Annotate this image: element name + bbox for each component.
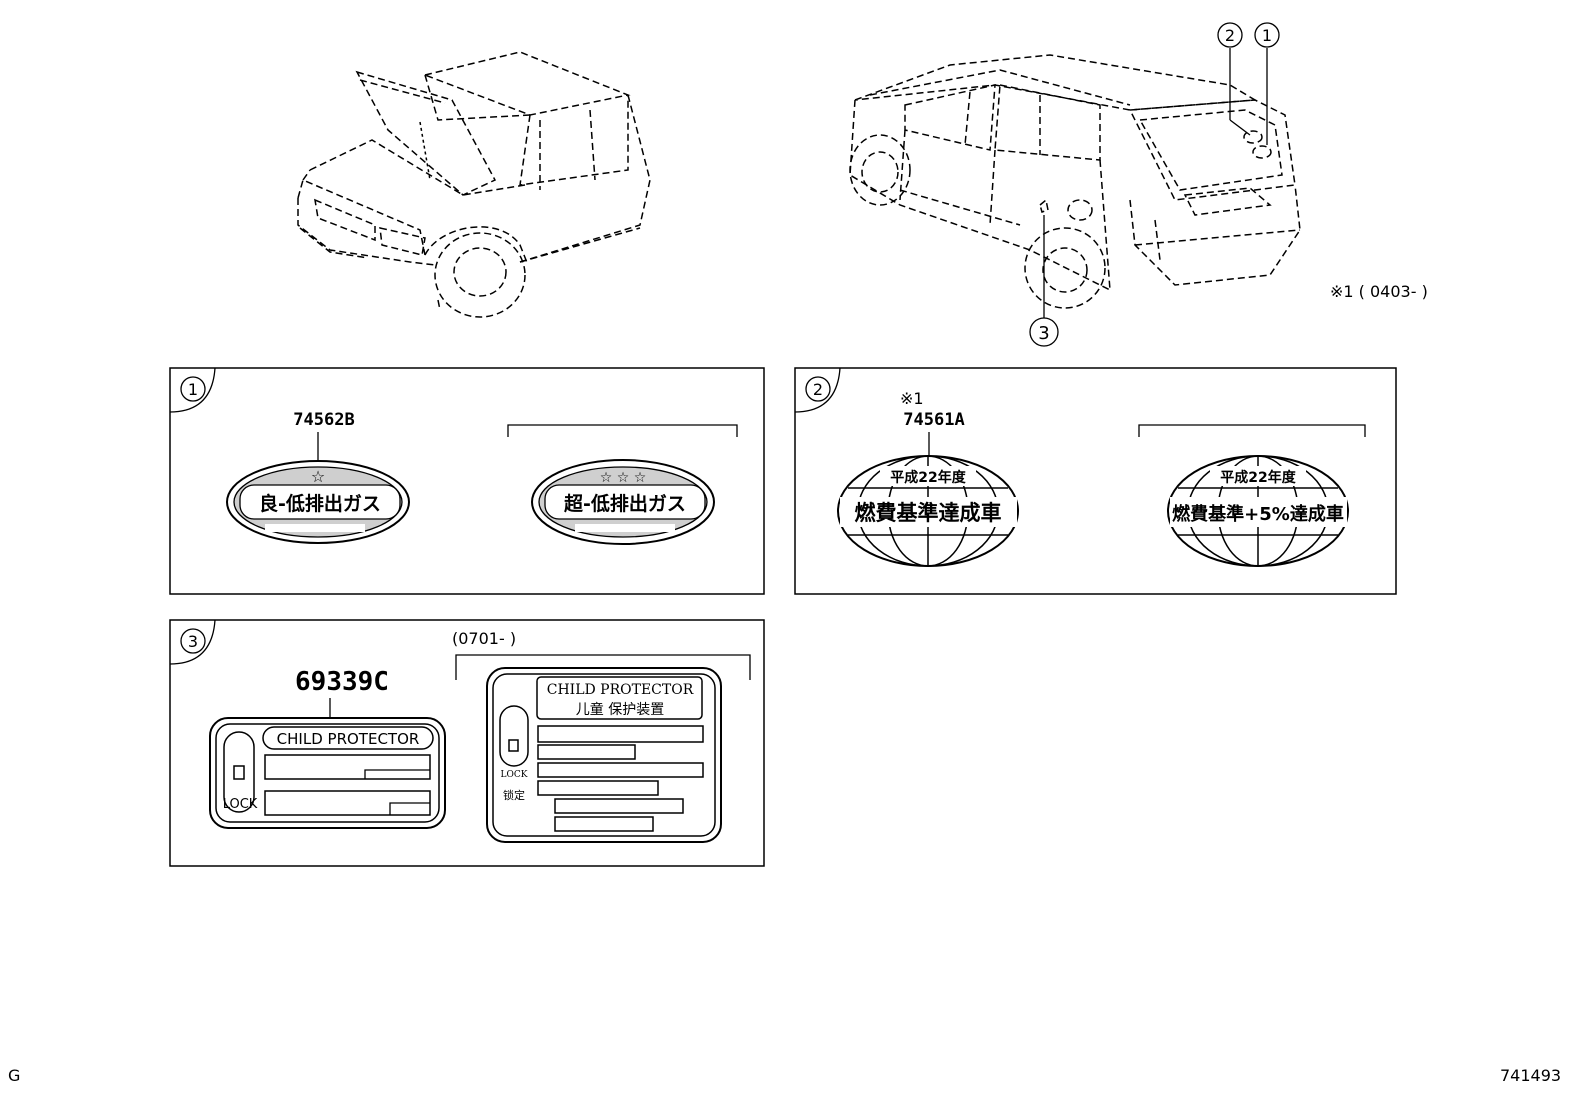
- svg-text:☆ ☆ ☆: ☆ ☆ ☆: [600, 470, 647, 486]
- fuel-economy-label-right: 平成22年度 燃費基準+5%達成車: [1167, 455, 1349, 567]
- svg-text:平成22年度: 平成22年度: [1220, 469, 1296, 486]
- emission-label-right: ☆ ☆ ☆ 超-低排出ガス: [531, 459, 715, 545]
- svg-text:燃費基準達成車: 燃費基準達成車: [855, 501, 1002, 525]
- panel-1: 1 74562B ☆ 良-低排出ガス ☆ ☆ ☆ 超-低排出ガス: [169, 367, 765, 595]
- panel-2-ref-mark: ※1: [900, 389, 924, 408]
- panel-3-part-number: 69339C: [295, 667, 389, 697]
- svg-text:CHILD PROTECTOR: CHILD PROTECTOR: [547, 682, 694, 698]
- footer-left-code: G: [8, 1066, 21, 1085]
- svg-text:儿童 保护装置: 儿童 保护装置: [576, 701, 664, 718]
- panel-1-marker: 1: [188, 380, 198, 399]
- svg-text:LOCK: LOCK: [223, 797, 258, 812]
- panel-3-date-range: (0701- ): [452, 629, 516, 648]
- svg-text:3: 3: [1038, 323, 1049, 344]
- callout-2: 2: [1217, 22, 1243, 48]
- panel-1-part-number: 74562B: [293, 410, 354, 430]
- panel-3: 3 69339C CHILD PROTECTOR LOCK (0701- ) C…: [169, 619, 765, 867]
- svg-text:☆: ☆: [311, 467, 325, 486]
- panel-2-marker: 2: [813, 380, 823, 399]
- svg-text:LOCK: LOCK: [501, 770, 528, 780]
- footer-illustration-number: 741493: [1500, 1066, 1562, 1085]
- svg-text:锁定: 锁定: [503, 788, 525, 802]
- child-protector-label-right: CHILD PROTECTOR 儿童 保护装置 LOCK 锁定: [486, 667, 722, 843]
- svg-text:2: 2: [1225, 26, 1235, 45]
- svg-text:CHILD PROTECTOR: CHILD PROTECTOR: [277, 730, 420, 748]
- fuel-economy-label-left: 平成22年度 燃費基準達成車: [837, 455, 1019, 567]
- front-vehicle-illustration: [297, 51, 651, 318]
- svg-text:超-低排出ガス: 超-低排出ガス: [563, 492, 686, 515]
- panel-2: 2 ※1 74561A 平成22年度 燃費基準達成車: [794, 367, 1397, 595]
- panel-3-marker: 3: [188, 632, 198, 651]
- rear-vehicle-illustration: [849, 54, 1301, 309]
- svg-text:平成22年度: 平成22年度: [890, 469, 966, 486]
- callout-3: 3: [1029, 317, 1059, 347]
- child-protector-label-left: CHILD PROTECTOR LOCK: [209, 717, 446, 829]
- applicability-note: ※1 ( 0403- ): [1330, 282, 1428, 301]
- svg-text:1: 1: [1262, 26, 1272, 45]
- svg-text:良-低排出ガス: 良-低排出ガス: [259, 492, 381, 515]
- svg-text:燃費基準+5%達成車: 燃費基準+5%達成車: [1172, 503, 1344, 525]
- callout-1: 1: [1254, 22, 1280, 48]
- emission-label-left: ☆ 良-低排出ガス: [226, 460, 410, 544]
- panel-2-part-number: 74561A: [903, 410, 964, 430]
